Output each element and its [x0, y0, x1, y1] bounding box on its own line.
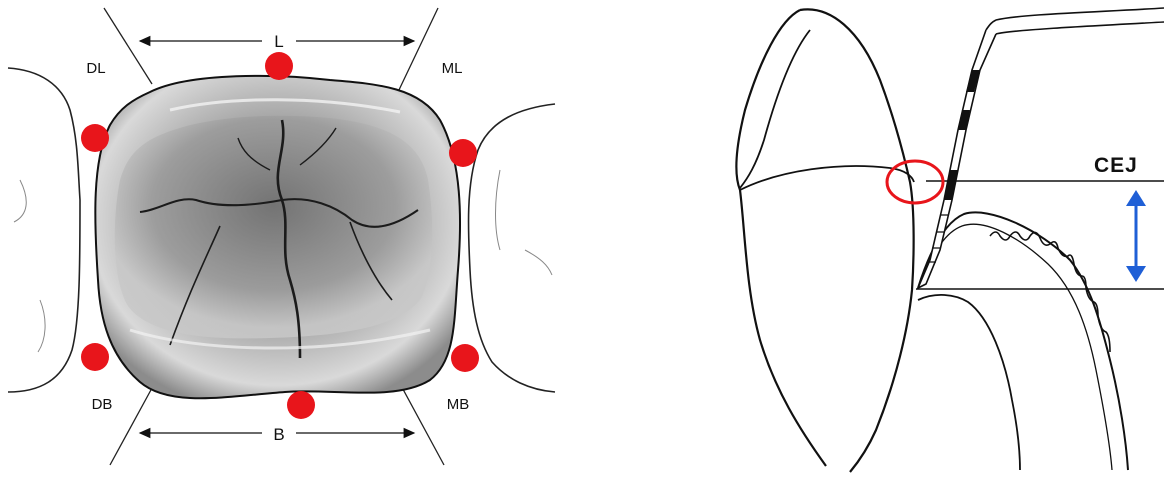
probe-handle [986, 8, 1164, 34]
adjacent-tooth-left-detail [14, 180, 45, 352]
probing-site-mesiolingual [449, 139, 477, 167]
probing-site-lingual [265, 52, 293, 80]
probing-site-distolingual [81, 124, 109, 152]
probe-shaft [918, 30, 996, 288]
attachment-loss-arrow [1126, 190, 1146, 282]
occlusal-table [115, 116, 432, 339]
enamel-inner-line [740, 30, 810, 188]
periodontal-probe [918, 8, 1164, 288]
alveolar-bone-crest [990, 232, 1110, 352]
distolingual-label: DL [86, 60, 105, 77]
cej-label: CEJ [1094, 154, 1138, 177]
bone-socket [918, 295, 1020, 470]
depth-arrow-head-up [1126, 190, 1146, 206]
adjacent-tooth-left-outline [8, 68, 80, 392]
probe-band-lower [944, 170, 958, 200]
occlusal-view-figure: L B DL ML DB MB [8, 8, 555, 465]
lingual-label: L [274, 32, 283, 51]
adjacent-tooth-right-outline [468, 104, 555, 392]
tooth-outline [736, 9, 913, 472]
mesiobuccal-label: MB [447, 396, 470, 413]
buccal-label: B [273, 425, 284, 444]
ml-reference-line [398, 8, 438, 92]
probing-site-distobuccal [81, 343, 109, 371]
mb-reference-line [398, 380, 444, 465]
probing-site-buccal [287, 391, 315, 419]
mesiolingual-label: ML [442, 60, 463, 77]
gingiva-outer [918, 212, 1128, 470]
db-reference-line [110, 388, 152, 465]
depth-arrow-head-down [1126, 266, 1146, 282]
cej-marker-circle [887, 161, 943, 203]
dl-reference-line [104, 8, 152, 84]
probing-depth-figure: CEJ [736, 8, 1164, 472]
adjacent-tooth-right-detail [496, 170, 553, 275]
probing-site-mesiobuccal [451, 344, 479, 372]
distobuccal-label: DB [92, 396, 113, 413]
